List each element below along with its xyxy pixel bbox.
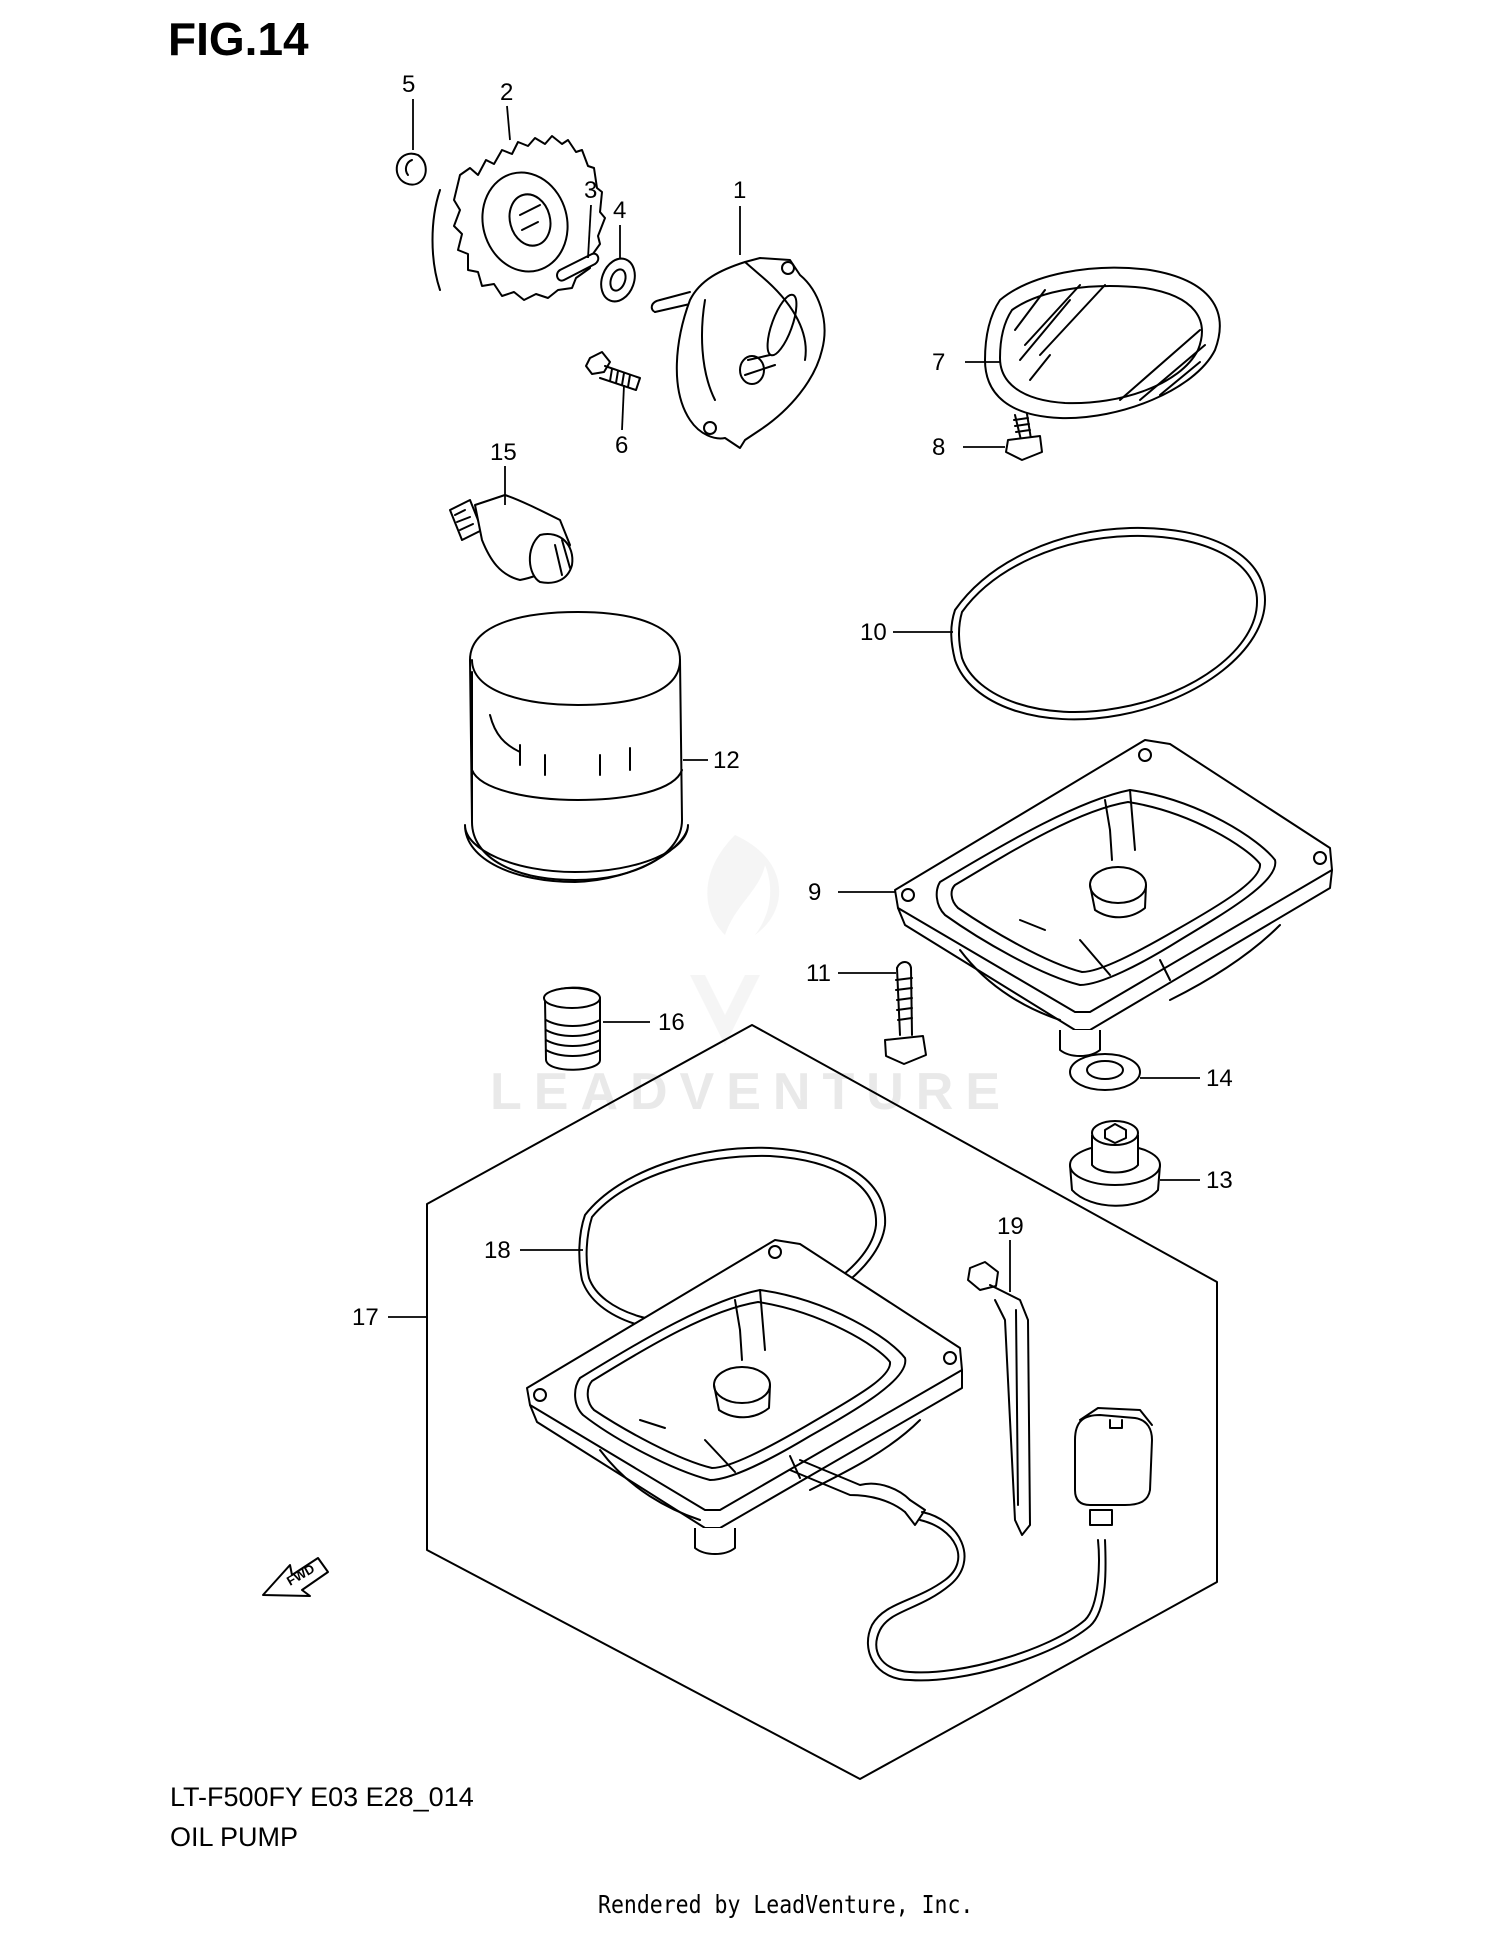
callout-16: 16 — [658, 1009, 685, 1036]
callout-19: 19 — [997, 1213, 1024, 1240]
callout-14: 14 — [1206, 1065, 1233, 1092]
callout-13: 13 — [1206, 1167, 1233, 1194]
leader-lines — [388, 99, 1200, 1318]
callout-7: 7 — [932, 349, 945, 376]
part-washer — [600, 257, 636, 303]
part-oil-pan-assembly — [526, 1239, 1153, 1682]
part-drain-plug — [1069, 1120, 1161, 1207]
part-cable-tie — [967, 1261, 1031, 1536]
callout-12: 12 — [713, 747, 740, 774]
callout-15: 15 — [490, 439, 517, 466]
watermark-logo — [690, 835, 780, 1045]
callout-2: 2 — [500, 79, 513, 106]
callout-3: 3 — [584, 177, 597, 204]
callout-18: 18 — [484, 1237, 511, 1264]
part-circlip — [395, 152, 427, 186]
callout-6: 6 — [615, 432, 628, 459]
callout-1: 1 — [733, 177, 746, 204]
part-cap-16 — [543, 986, 601, 1071]
callout-8: 8 — [932, 434, 945, 461]
callout-10: 10 — [860, 619, 887, 646]
callout-4: 4 — [613, 197, 626, 224]
callout-9: 9 — [808, 879, 821, 906]
part-bolt-11 — [884, 961, 927, 1065]
fwd-arrow: FWD — [262, 1557, 329, 1597]
rendered-by-credit: Rendered by LeadVenture, Inc. — [598, 1890, 974, 1919]
model-code: LT-F500FY E03 E28_014 — [170, 1782, 474, 1812]
part-bolt-6 — [585, 351, 641, 391]
section-name: OIL PUMP — [170, 1822, 299, 1852]
part-screw-8 — [1005, 413, 1043, 461]
part-oil-pump — [650, 257, 826, 449]
part-gasket-14 — [1069, 1053, 1141, 1091]
callout-11: 11 — [806, 960, 831, 987]
callout-17: 17 — [352, 1304, 379, 1331]
part-driven-gear — [431, 135, 606, 301]
part-o-ring-10 — [950, 526, 1266, 721]
figure-title: FIG.14 — [168, 13, 309, 65]
callout-labels: 5 2 3 4 1 6 7 8 15 10 12 9 11 16 14 13 1… — [352, 71, 1233, 1331]
part-pin — [556, 252, 600, 282]
part-oil-strainer — [984, 266, 1221, 420]
part-oil-pan-cover — [894, 739, 1333, 1057]
callout-5: 5 — [402, 71, 415, 98]
assembly-outline-17 — [426, 1024, 1218, 1780]
part-oil-filter — [464, 611, 689, 883]
watermark-text: LEADVENTURE — [490, 1063, 1013, 1121]
part-o-ring-18 — [578, 1146, 887, 1334]
part-oil-pressure-switch — [449, 494, 574, 584]
